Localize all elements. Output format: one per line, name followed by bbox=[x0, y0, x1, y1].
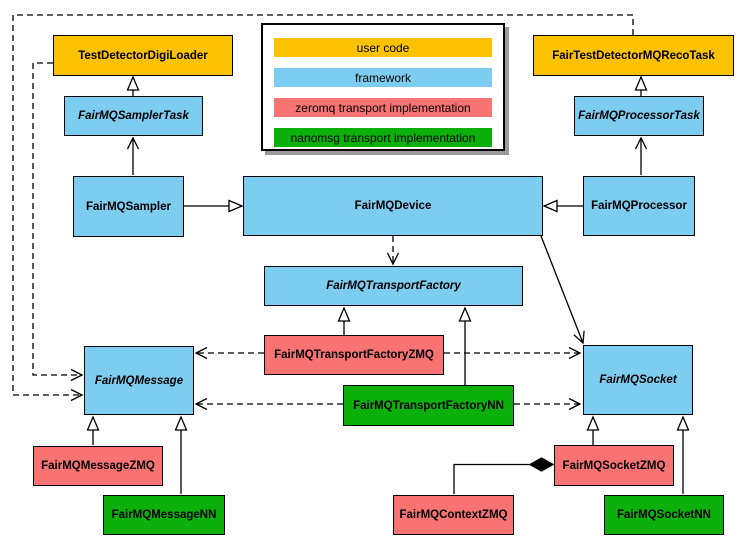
legend-item-user-code: user code bbox=[274, 38, 492, 57]
class-box-fairmqmessagezmq: FairMQMessageZMQ bbox=[33, 446, 163, 486]
legend-item-framework: framework bbox=[274, 68, 492, 87]
class-box-fairmqtransportfactorynn: FairMQTransportFactoryNN bbox=[343, 385, 514, 426]
class-box-fairmqprocessortask: FairMQProcessorTask bbox=[574, 96, 704, 136]
class-box-fairmqtransportfactoryzmq: FairMQTransportFactoryZMQ bbox=[264, 335, 444, 375]
composition-diamond-icon bbox=[528, 457, 555, 472]
edge-device-to-socket bbox=[540, 235, 585, 345]
class-box-fairmqprocessor: FairMQProcessor bbox=[583, 176, 695, 236]
legend-item-zeromq: zeromq transport implementation bbox=[274, 98, 492, 117]
class-box-testdetectordigiloader: TestDetectorDigiLoader bbox=[53, 35, 233, 76]
legend-item-nanomsg: nanomsg transport implementation bbox=[274, 128, 492, 147]
legend: user code framework zeromq transport imp… bbox=[261, 23, 505, 151]
class-box-fairmqdevice: FairMQDevice bbox=[243, 176, 543, 236]
class-box-fairmqsocketzmq: FairMQSocketZMQ bbox=[554, 445, 674, 486]
class-box-fairmqmessagenn: FairMQMessageNN bbox=[103, 495, 225, 535]
class-box-fairmqmessage: FairMQMessage bbox=[84, 346, 194, 415]
edge-recotask-to-message bbox=[12, 14, 634, 402]
class-box-fairmqsamplertask: FairMQSamplerTask bbox=[64, 96, 203, 136]
class-box-fairmqsocket: FairMQSocket bbox=[583, 345, 693, 415]
edge-digiloader-to-message bbox=[32, 62, 84, 382]
class-box-fairmqsocketnn: FairMQSocketNN bbox=[604, 495, 724, 535]
class-box-fairmqsampler: FairMQSampler bbox=[73, 176, 184, 237]
class-box-fairmqtransportfactory: FairMQTransportFactory bbox=[264, 266, 523, 306]
class-box-fairmqcontextzmq: FairMQContextZMQ bbox=[393, 495, 514, 535]
class-box-fairtestdetectormqrecotask: FairTestDetectorMQRecoTask bbox=[533, 35, 734, 76]
edge-contextzmq-to-socketzmq bbox=[453, 463, 530, 494]
